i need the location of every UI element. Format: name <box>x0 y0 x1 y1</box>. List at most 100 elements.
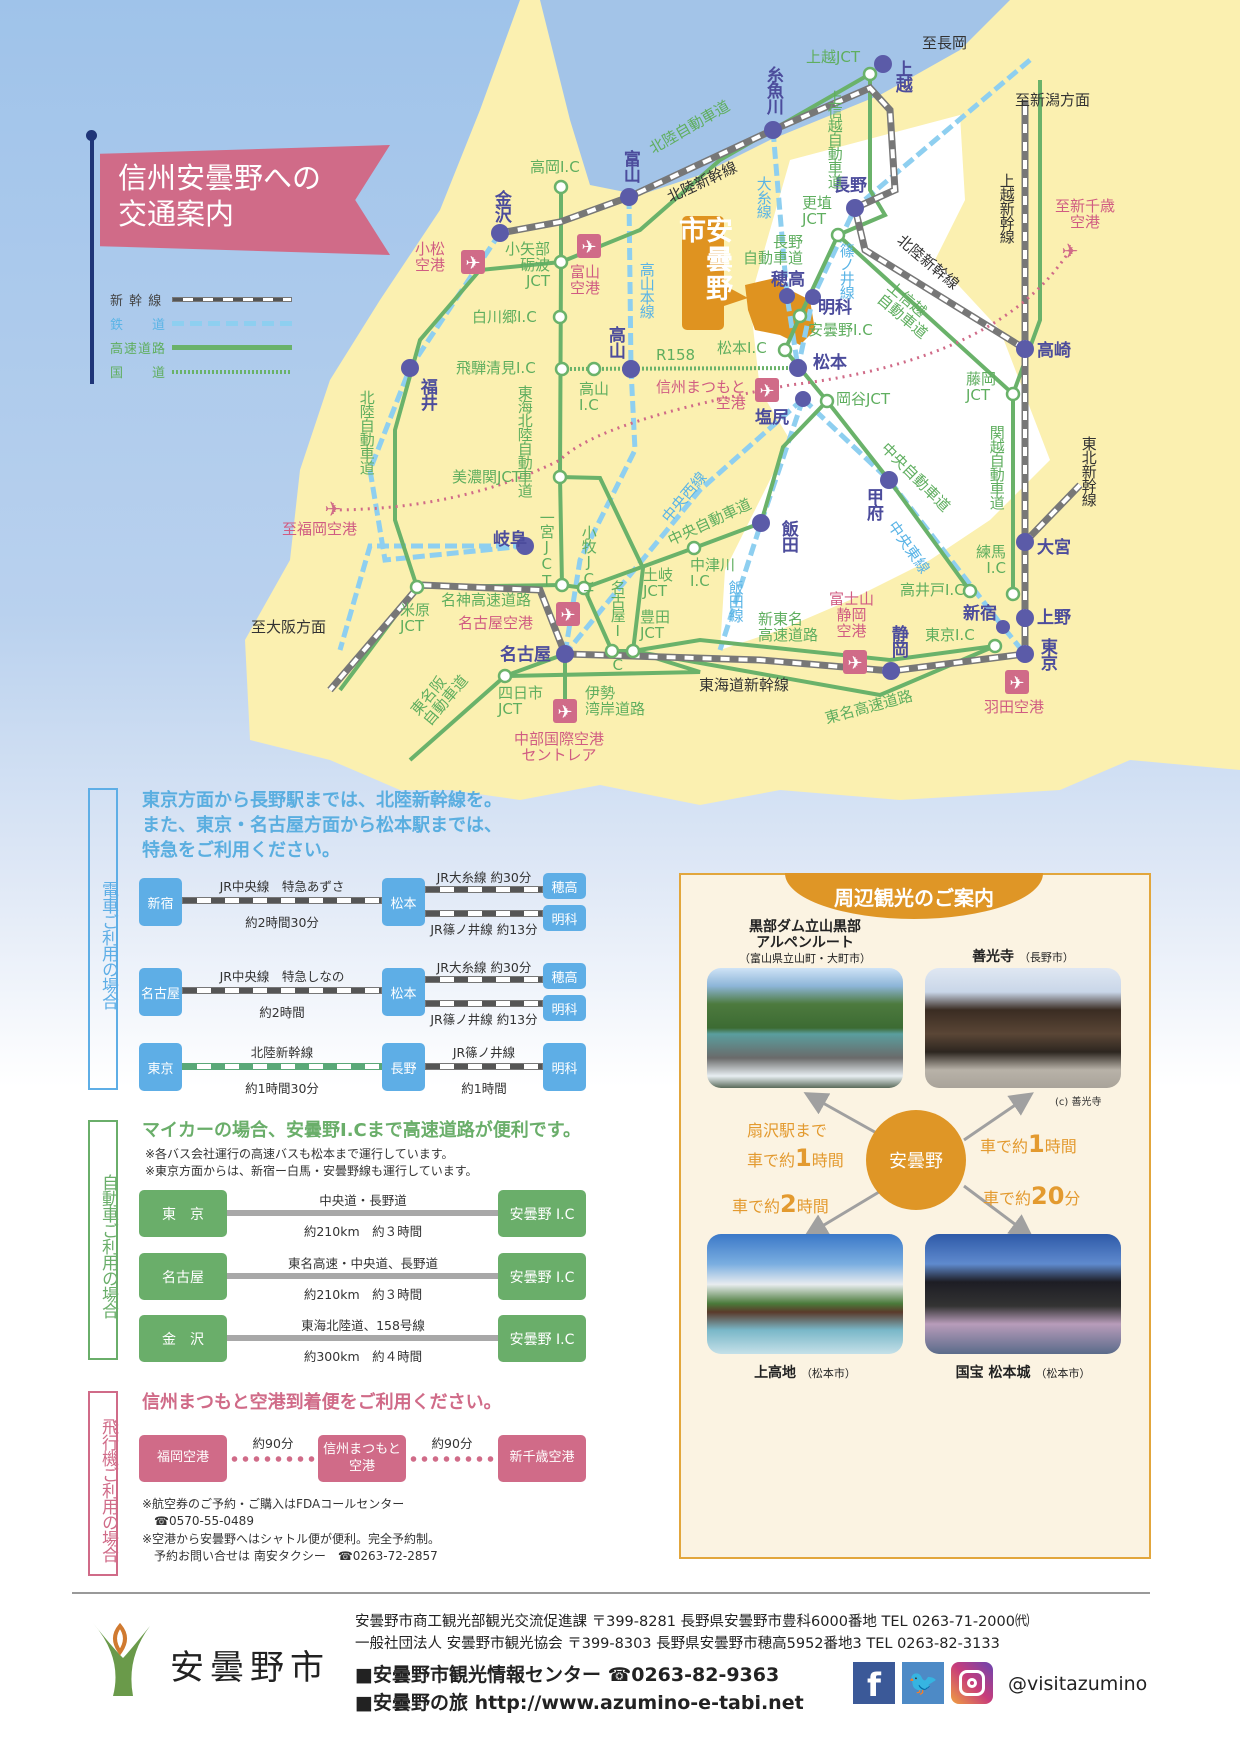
label-nagoya-airport: 名古屋空港 <box>458 614 534 632</box>
car-heading: マイカーの場合、安曇野I.Cまで高速道路が便利です。 <box>142 1120 581 1141</box>
label-takaoka-ic: 高岡I.C <box>530 158 580 176</box>
label-takayama-ic: 高山 I.C <box>579 380 610 414</box>
social-handle[interactable]: @visitazumino <box>1008 1673 1148 1695</box>
label-yokkaichi-jct: 四日市 JCT <box>498 684 544 718</box>
photo-kurobe-dam <box>707 968 903 1088</box>
twitter-icon[interactable]: 🐦 <box>902 1662 944 1704</box>
station-nagano: 長野 <box>833 176 867 196</box>
label-maibara-jct: 米原 JCT <box>400 601 431 635</box>
station-takayama: 高山 <box>604 326 625 358</box>
photo-matsumoto-castle <box>925 1234 1121 1354</box>
nagano-region <box>720 115 1050 650</box>
spot-place: （富山県立山町・大町市） <box>739 952 871 966</box>
time-to-matsumoto-castle: 車で約20分 <box>983 1182 1081 1210</box>
label-nagoya-ic: 名古屋I.C <box>608 580 627 673</box>
label-iida-line: 飯田線 <box>726 580 745 622</box>
label-to-nagaoka: 至長岡 <box>922 34 968 52</box>
rail-time-label: 約1時間 <box>461 1081 507 1096</box>
label-nerima-ic: 練馬 I.C <box>976 543 1007 577</box>
sightseeing-title: 周辺観光のご案内 <box>834 885 994 910</box>
label-toki-jct: 土岐 JCT <box>643 566 674 600</box>
station-tokyo: 東京 <box>1036 638 1057 670</box>
airport-box-fukuoka: 福岡空港 <box>139 1435 227 1482</box>
spot-name: 上高地 <box>754 1365 797 1381</box>
spot-title-kurobe: 黒部ダム立山黒部 アルペンルート（富山県立山町・大町市） <box>697 919 913 967</box>
flight-time-label: 約90分 <box>252 1436 294 1451</box>
station-omiya: 大宮 <box>1037 538 1071 558</box>
car-notes: ※各バス会社運行の高速バスも松本まで運行しています。 ※東京方面からは、新宿ー白… <box>145 1147 478 1178</box>
station-box-matsumoto: 松本 <box>382 878 425 926</box>
rail-line-label: JR大糸線 約30分 <box>436 960 532 975</box>
label-toyama-airport: 富山 空港 <box>570 263 601 297</box>
svg-text:✈: ✈ <box>1062 239 1079 263</box>
road-line <box>227 1273 499 1279</box>
label-meishin-exp: 名神高速道路 <box>441 591 532 609</box>
station-box-akashina: 明科 <box>543 1043 586 1091</box>
sea <box>540 0 1010 195</box>
label-okaya-jct: 岡谷JCT <box>836 390 891 408</box>
label-komaki-jct: 小牧JCT <box>579 525 598 604</box>
label-tokai-hokuriku-exp: 東海北陸自動車道 <box>515 385 534 497</box>
rail-line <box>182 987 382 994</box>
spot-name: 善光寺 <box>972 949 1015 965</box>
label-toyota-jct: 豊田 JCT <box>640 608 671 642</box>
svg-text:✈: ✈ <box>847 653 862 674</box>
airport-box-new-chitose: 新千歳空港 <box>498 1435 586 1482</box>
label-takayama-line: 高山本線 <box>637 262 656 318</box>
footer-divider <box>72 1592 1150 1594</box>
instagram-icon[interactable] <box>951 1662 993 1704</box>
legend-label: 国 道 <box>110 366 167 381</box>
station-joetsu: 上越 <box>891 60 912 92</box>
rail-line <box>425 1063 543 1070</box>
facebook-icon[interactable]: f <box>853 1662 895 1704</box>
train-heading: 東京方面から長野駅までは、北陸新幹線を。 また、東京・名古屋方面から松本駅までは… <box>142 790 502 862</box>
rail-line <box>425 1000 543 1007</box>
destination-box-azumino-ic: 安曇野 I.C <box>498 1315 586 1362</box>
label-r158: R158 <box>656 346 696 364</box>
label-minoseki-jct: 美濃関JCT <box>452 468 522 486</box>
label-koshoku-jct: 更埴 JCT <box>802 194 833 228</box>
station-akashina: 明科 <box>818 298 852 318</box>
origin-box-tokyo: 東 京 <box>139 1190 227 1237</box>
footer-website[interactable]: ■安曇野の旅 http://www.azumino-e-tabi.net <box>355 1692 804 1714</box>
station-kanazawa: 金沢 <box>490 190 511 222</box>
road-line <box>227 1210 499 1216</box>
road-line <box>227 1335 499 1341</box>
air-heading: 信州まつもと空港到着便をご利用ください。 <box>142 1392 502 1413</box>
flight-time-label: 約90分 <box>431 1436 473 1451</box>
label-matsumoto-ic: 松本I.C <box>717 339 767 357</box>
air-section-label: 飛行機ご利用の場合 <box>88 1391 118 1576</box>
origin-box-nagoya: 名古屋 <box>139 1253 227 1300</box>
land <box>245 0 1240 805</box>
rail-time-label: 約2時間 <box>259 1005 305 1020</box>
airport-icons <box>461 234 1029 723</box>
label-joetsu-shinkansen: 上越新幹線 <box>997 173 1016 243</box>
photo-zenkoji <box>925 968 1121 1088</box>
rail-line-label: JR中央線 特急しなの <box>219 969 345 984</box>
legend-swatch <box>172 369 292 374</box>
center-label: 安曇野 <box>889 1151 943 1172</box>
spot-place: （長野市） <box>1018 951 1074 964</box>
station-iida: 飯田 <box>777 520 798 552</box>
station-box-tokyo: 東京 <box>139 1043 182 1091</box>
road-detail-label: 約300km 約４時間 <box>303 1349 423 1364</box>
airport-box-matsumoto: 信州まつもと 空港 <box>318 1435 406 1482</box>
air-notes: ※航空券のご予約・ご購入はFDAコールセンター ☎0570-55-0489 ※空… <box>142 1497 441 1564</box>
label-oito-line: 大糸線 <box>754 176 773 218</box>
destination-box-azumino-ic: 安曇野 I.C <box>498 1190 586 1237</box>
rail-line-label: JR篠ノ井線 約13分 <box>430 1012 538 1027</box>
page-title: 信州安曇野への 交通案内 <box>118 161 322 232</box>
label-tohoku-shinkansen: 東北新幹線 <box>1079 436 1098 506</box>
station-box-shinjuku: 新宿 <box>139 878 182 926</box>
svg-text:✈: ✈ <box>560 605 575 626</box>
logo-text: 安曇野市 <box>170 1648 330 1688</box>
title-banner <box>100 145 390 255</box>
rail-line <box>425 910 543 917</box>
rail-time-label: 約2時間30分 <box>245 915 319 930</box>
rail-line-label: 北陸新幹線 <box>250 1045 314 1060</box>
spot-place: （松本市） <box>1035 1367 1091 1380</box>
svg-text:✈: ✈ <box>1009 673 1024 694</box>
origin-box-kanazawa: 金 沢 <box>139 1315 227 1362</box>
station-box-akashina: 明科 <box>543 905 586 931</box>
label-chubu-airport: 中部国際空港 セントレア <box>514 730 605 764</box>
